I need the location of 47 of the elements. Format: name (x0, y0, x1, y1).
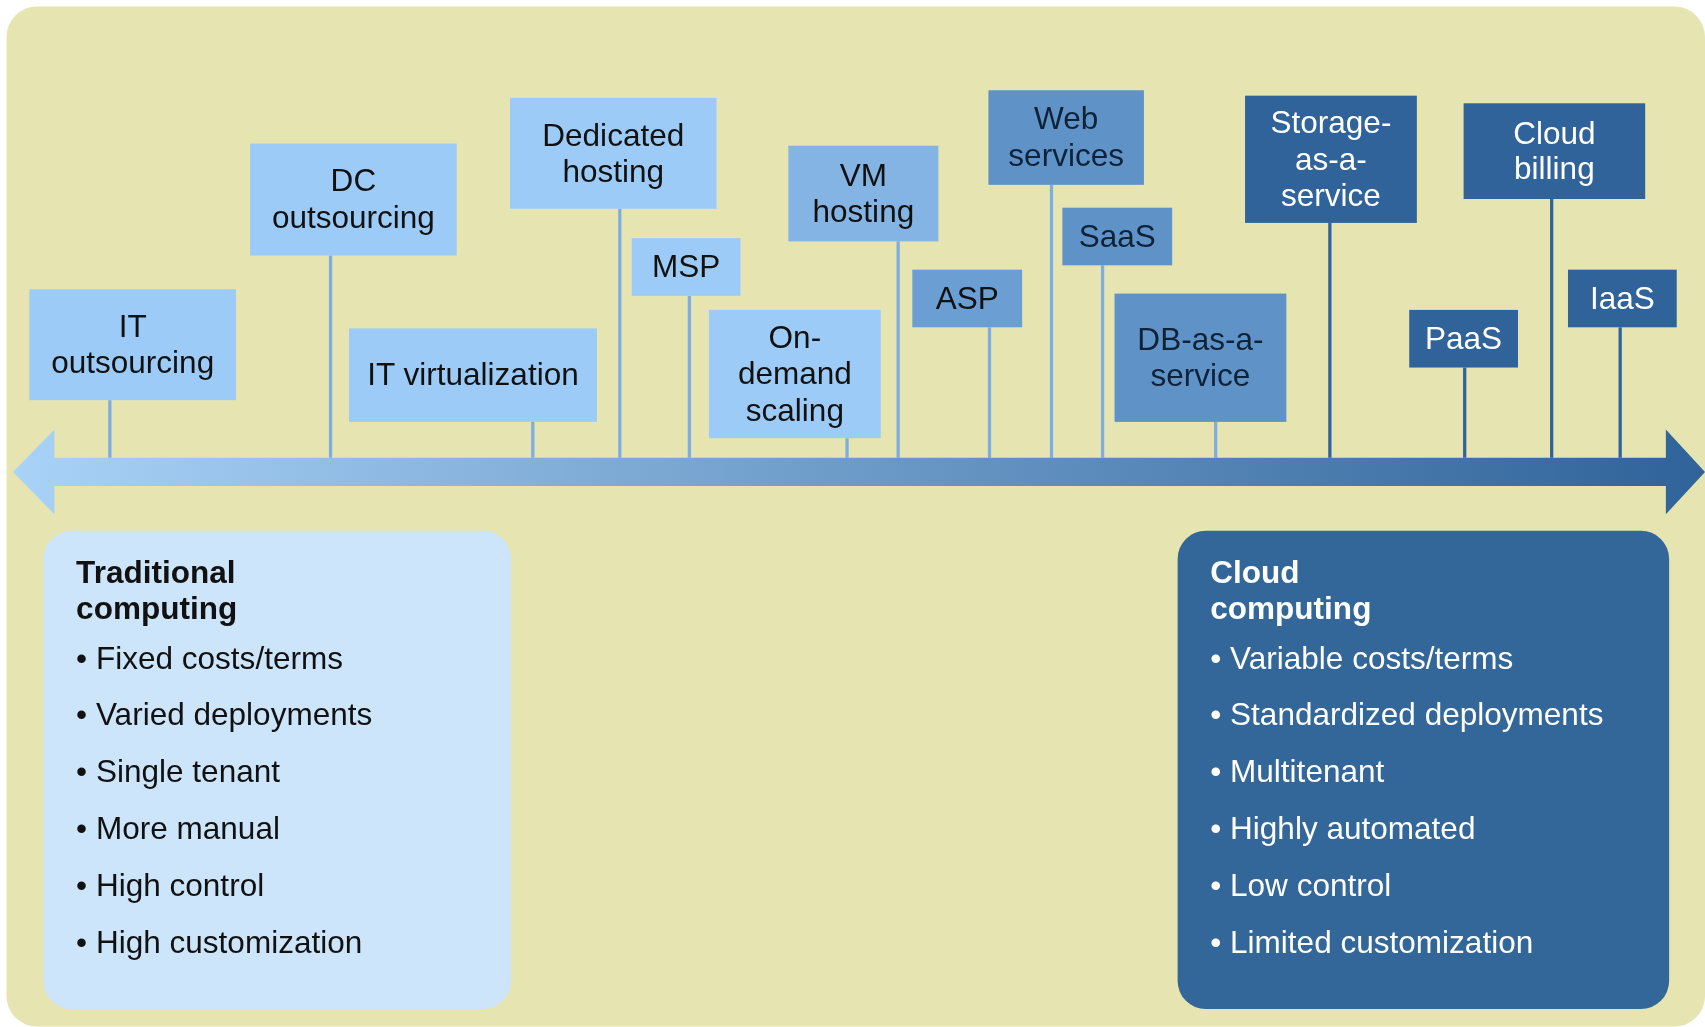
milestone-tag: PaaS (1409, 309, 1518, 368)
milestone-tag: DB-as-a-service (1114, 293, 1287, 422)
connector-line (687, 295, 691, 458)
bullet-item: • Limited customization (1210, 924, 1535, 961)
connector-line (1618, 327, 1622, 458)
bullet-item: • More manual (76, 810, 281, 848)
connector-line (1214, 421, 1218, 458)
connector-line (108, 400, 112, 458)
bullet-item: • Single tenant (76, 753, 281, 791)
info-panel (43, 530, 512, 1010)
connector-line (328, 255, 333, 458)
connector-line (1100, 265, 1105, 458)
milestone-tag: Storage-as-a-service (1245, 95, 1417, 223)
connector-line (896, 241, 900, 458)
connector-line (618, 208, 622, 458)
panel-heading: Traditional computing (76, 554, 239, 628)
milestone-tag: IaaS (1568, 269, 1677, 328)
milestone-tag: DC outsourcing (250, 143, 457, 256)
bullet-item: • Fixed costs/terms (76, 640, 344, 677)
bullet-item: • Multitenant (1210, 753, 1386, 791)
milestone-tag: MSP (631, 238, 741, 296)
connector-line (531, 421, 535, 458)
milestone-tag: SaaS (1062, 207, 1173, 266)
milestone-tag: On-demand scaling (708, 309, 881, 439)
milestone-tag: Cloud billing (1463, 103, 1646, 199)
milestone-tag: Web services (988, 90, 1144, 185)
bullet-item: • Variable costs/terms (1210, 640, 1515, 677)
connector-line (1463, 367, 1467, 458)
info-panel (1177, 530, 1670, 1010)
connector-line (1328, 222, 1332, 458)
connector-line (1550, 199, 1554, 458)
bullet-item: • Highly automated (1210, 810, 1477, 848)
panel-heading: Cloud computing (1210, 554, 1373, 628)
bullet-item: • Varied deployments (76, 697, 374, 734)
connector-line (1049, 184, 1054, 458)
timeline-arrow (13, 429, 1705, 515)
milestone-tag: VM hosting (788, 145, 939, 242)
milestone-tag: Dedicated hosting (510, 97, 717, 209)
connector-line (987, 327, 992, 458)
connector-line (845, 438, 849, 458)
bullet-item: • High control (76, 867, 266, 905)
milestone-tag: ASP (912, 269, 1023, 328)
bullet-item: • Standardized deployments (1210, 697, 1605, 734)
milestone-tag: IT virtualization (349, 328, 597, 422)
milestone-tag: IT outsourcing (29, 289, 236, 401)
bullet-item: • High customization (76, 924, 364, 961)
bullet-item: • Low control (1210, 867, 1393, 905)
